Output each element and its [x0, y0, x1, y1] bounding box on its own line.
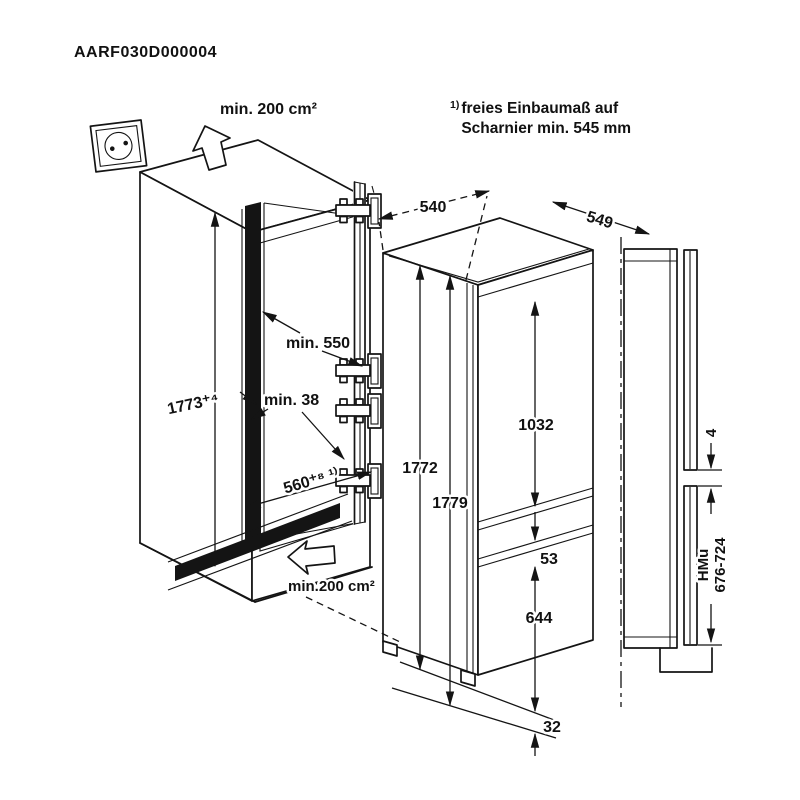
label-bottom-vent: min.200 cm²: [288, 578, 375, 595]
footnote-marker: 1): [450, 99, 460, 111]
dim-niche-rear-gap: min. 38: [264, 392, 319, 409]
label-top-vent: min. 200 cm²: [220, 101, 317, 118]
rear-vent-channel: [245, 202, 261, 546]
hinge-icon: [335, 393, 382, 429]
dim-upper-door: 1032: [518, 417, 554, 434]
vent-arrow-up-icon: [192, 125, 231, 171]
dim-panel-gap: 4: [703, 428, 720, 437]
appliance-dimensions: 540 549 1772 1779 1032 53 644 32: [377, 190, 651, 756]
appliance-foot: [382, 640, 398, 657]
side-view: [620, 237, 722, 707]
dim-height-1772: 1772: [402, 460, 438, 477]
dim-bottom-clearance: 32: [543, 719, 561, 736]
dim-hmu-label: HMu: [695, 549, 712, 582]
dim-hmu-range: 676-724: [712, 537, 729, 593]
appliance-foot: [460, 669, 476, 687]
vent-arrow-left-icon: [287, 540, 336, 575]
dim-appliance-width: 540: [420, 199, 447, 216]
panel-dimensions: 4 HMu 676-724: [693, 426, 732, 595]
dim-door-gap: 53: [540, 551, 558, 568]
hinge-icon: [335, 193, 382, 229]
vent-leader-line: [305, 596, 401, 643]
dim-height-1779: 1779: [432, 495, 468, 512]
dim-niche-depth: min. 550: [286, 335, 350, 352]
model-code: AARF030D000004: [74, 44, 218, 61]
footnote: 1)freies Einbaumaß auf Scharnier min. 54…: [450, 99, 631, 139]
dim-lower-door: 644: [526, 610, 553, 627]
open-door-panel: [353, 181, 381, 525]
appliance-body: [382, 217, 594, 739]
footnote-text: freies Einbaumaß auf Scharnier min. 545 …: [461, 100, 632, 137]
power-socket-icon: [89, 119, 148, 173]
hinge-icon: [335, 463, 382, 499]
dim-appliance-depth: 549: [584, 208, 615, 232]
